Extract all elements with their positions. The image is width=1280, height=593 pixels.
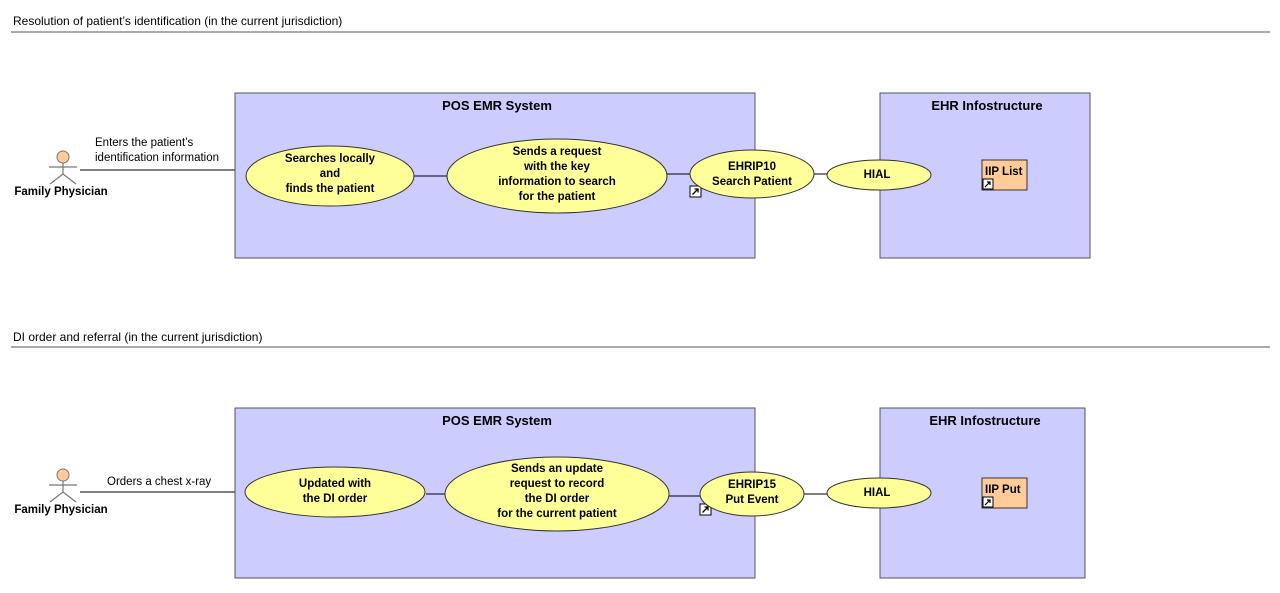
usecase-text-line: information to search (498, 176, 616, 188)
section-1: Resolution of patient’s identification (… (11, 14, 1270, 259)
usecase-text-line: for the current patient (497, 508, 617, 520)
hial-label: HIAL (864, 487, 891, 499)
usecase-hial[interactable]: HIAL (826, 477, 932, 509)
actor-family-physician-2[interactable]: Family Physician (14, 468, 108, 516)
system-title: POS EMR System (442, 413, 552, 428)
actor-name: Family Physician (14, 504, 107, 516)
actor-message-line-1: Enters the patient’s (95, 137, 193, 149)
usecase-text-line: Search Patient (712, 176, 792, 188)
usecase-text-line: EHRIP10 (728, 161, 776, 173)
hyperlink-icon[interactable] (982, 178, 994, 190)
usecase-hial[interactable]: HIAL (826, 159, 932, 191)
artifact-iip-list[interactable]: IIP List (981, 159, 1028, 191)
system-title: POS EMR System (442, 98, 552, 113)
usecase-text-line: Sends a request (513, 146, 602, 158)
usecase-updated-with-di-order[interactable]: Updated with the DI order (244, 466, 426, 518)
hial-label: HIAL (864, 169, 891, 181)
usecase-sends-update[interactable]: Sends an update request to record the DI… (444, 456, 670, 532)
ehr-title: EHR Infostructure (931, 98, 1042, 113)
usecase-text-line: the DI order (303, 493, 368, 505)
usecase-ehrip10[interactable]: EHRIP10 Search Patient (689, 149, 815, 199)
actor-message-line-2: identification information (95, 152, 219, 164)
usecase-text-line: Searches locally (285, 153, 376, 165)
hyperlink-icon[interactable] (689, 185, 702, 198)
hyperlink-icon[interactable] (982, 496, 994, 508)
usecase-sends-request[interactable]: Sends a request with the key information… (446, 138, 668, 214)
section-2: DI order and referral (in the current ju… (11, 330, 1270, 579)
artifact-iip-put[interactable]: IIP Put (981, 477, 1028, 509)
usecase-text-line: and (320, 168, 340, 180)
usecase-text-line: Updated with (299, 478, 371, 490)
usecase-text-line: the DI order (525, 493, 590, 505)
usecase-text-line: for the patient (519, 191, 596, 203)
section-1-title: Resolution of patient’s identification (… (13, 14, 342, 28)
usecase-text-line: Sends an update (511, 463, 603, 475)
actor-head-icon (56, 468, 70, 482)
usecase-text-line: request to record (510, 478, 605, 490)
artifact-label: IIP Put (985, 484, 1021, 496)
usecase-text-line: finds the patient (286, 183, 375, 195)
usecase-text-line: with the key (523, 161, 590, 173)
section-2-title: DI order and referral (in the current ju… (13, 330, 262, 344)
actor-name: Family Physician (14, 186, 107, 198)
usecase-text-line: EHRIP15 (728, 479, 777, 491)
usecase-text-line: Put Event (725, 494, 778, 506)
actor-message-line-1: Orders a chest x-ray (107, 476, 211, 488)
actor-family-physician-1[interactable]: Family Physician (14, 150, 108, 198)
usecase-searches-locally[interactable]: Searches locally and finds the patient (245, 145, 415, 207)
artifact-label: IIP List (985, 166, 1023, 178)
usecase-ehrip15[interactable]: EHRIP15 Put Event (699, 471, 805, 517)
actor-head-icon (56, 150, 70, 164)
ehr-title: EHR Infostructure (929, 413, 1040, 428)
